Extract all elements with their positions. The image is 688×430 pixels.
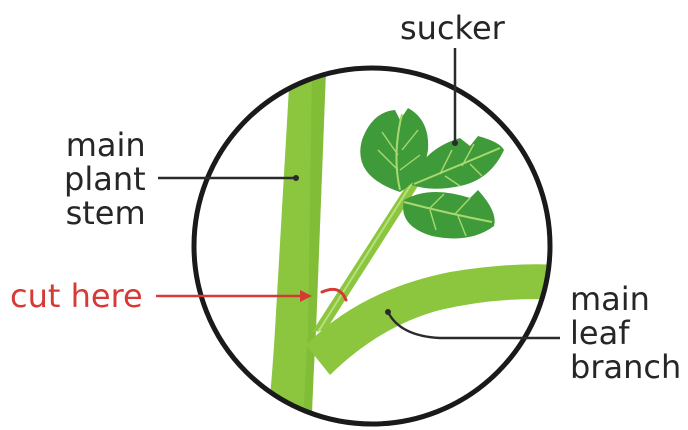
main-leaf-branch-label: main leaf branch — [570, 282, 681, 384]
main-leaf-branch-label-line-1: main — [570, 282, 681, 316]
sucker-leader-dot — [452, 140, 458, 146]
main-plant-stem-label: main plant stem — [64, 128, 146, 230]
stem-leader-dot — [293, 175, 299, 181]
sucker-label: sucker — [400, 12, 505, 44]
main-leaf-branch-label-line-2: leaf — [570, 316, 681, 350]
cut-here-label: cut here — [10, 280, 143, 312]
main-leaf-branch-shape — [306, 264, 560, 375]
main-leaf-branch-label-line-3: branch — [570, 350, 681, 384]
magnified-view — [266, 70, 560, 430]
main-plant-stem-label-line-1: main — [64, 128, 146, 162]
branch-leader-dot — [385, 309, 391, 315]
main-plant-stem-label-line-3: stem — [64, 196, 146, 230]
sucker-leaf-lower — [403, 190, 495, 238]
sucker-leaves — [360, 108, 504, 238]
main-plant-stem-label-line-2: plant — [64, 162, 146, 196]
